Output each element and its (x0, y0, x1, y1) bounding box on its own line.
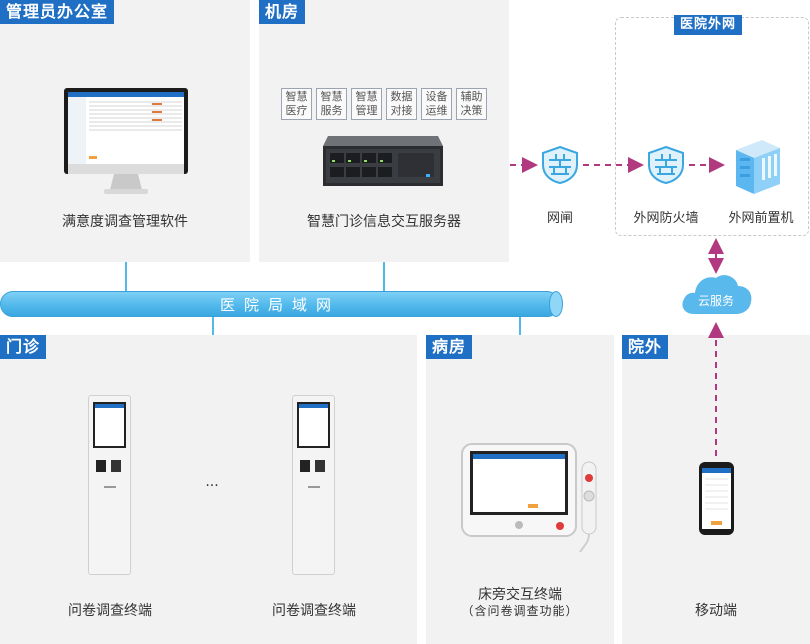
server-room-tag: 机房 (259, 0, 306, 24)
bedside-terminal-subcaption: （含问卷调查功能） (461, 604, 579, 618)
admin-office-tag: 管理员办公室 (0, 0, 115, 24)
gateway-shield-icon (541, 145, 579, 185)
admin-office-caption: 满意度调查管理软件 (62, 214, 188, 230)
lan-pipe (0, 291, 560, 317)
survey-terminal-left-caption: 问卷调查终端 (68, 603, 152, 619)
outpatient-panel (0, 335, 417, 644)
kiosk-ellipsis: ... (205, 474, 219, 490)
extranet-region (615, 17, 809, 236)
front-server-building-icon (728, 134, 784, 196)
outside-tag: 院外 (622, 335, 669, 359)
module-smart-service: 智慧服务 (316, 88, 347, 120)
module-device-ops: 设备运维 (421, 88, 452, 120)
extranet-tag: 医院外网 (674, 15, 743, 35)
module-4-line-2: 对接 (390, 104, 413, 117)
lan-drop-server (383, 262, 385, 291)
module-3-line-1: 智慧 (355, 90, 378, 103)
lan-pipe-end (549, 291, 563, 317)
server-room-panel (259, 0, 509, 262)
module-5-line-1: 设备 (425, 90, 448, 103)
bedside-terminal-icon (460, 442, 600, 554)
desktop-monitor-icon (64, 88, 188, 198)
module-decision-support: 辅助决策 (456, 88, 487, 120)
module-1-line-1: 智慧 (285, 90, 308, 103)
gateway-label: 网闸 (546, 211, 573, 226)
firewall-shield-icon (647, 145, 685, 185)
ward-tag: 病房 (426, 335, 473, 359)
module-6-line-1: 辅助 (460, 90, 483, 103)
module-2-line-1: 智慧 (320, 90, 343, 103)
module-smart-management: 智慧管理 (351, 88, 382, 120)
module-5-line-2: 运维 (425, 104, 448, 117)
mobile-phone-icon (698, 461, 735, 536)
module-2-line-2: 服务 (320, 104, 343, 117)
outpatient-tag: 门诊 (0, 335, 47, 359)
lan-drop-ward (519, 317, 521, 335)
lan-drop-admin (125, 262, 127, 291)
cloud-label: 云服务 (697, 294, 734, 308)
module-data-docking: 数据对接 (386, 88, 417, 120)
bedside-terminal-caption: 床旁交互终端 (478, 587, 562, 603)
module-smart-medical: 智慧医疗 (281, 88, 312, 120)
module-4-line-1: 数据 (390, 90, 413, 103)
firewall-label: 外网防火墙 (633, 211, 699, 226)
lan-drop-outpatient (212, 317, 214, 335)
module-6-line-2: 决策 (460, 104, 483, 117)
mobile-caption: 移动端 (695, 603, 737, 619)
survey-kiosk-left-icon (88, 395, 131, 575)
survey-terminal-right-caption: 问卷调查终端 (272, 603, 356, 619)
survey-kiosk-right-icon (292, 395, 335, 575)
front-server-label: 外网前置机 (728, 211, 794, 226)
server-room-caption: 智慧门诊信息交互服务器 (307, 214, 461, 230)
cloud-icon (678, 270, 754, 316)
module-1-line-2: 医疗 (285, 104, 308, 117)
lan-label: 医院局域网 (219, 296, 340, 314)
module-3-line-2: 管理 (355, 104, 378, 117)
rack-server-icon (322, 134, 444, 188)
